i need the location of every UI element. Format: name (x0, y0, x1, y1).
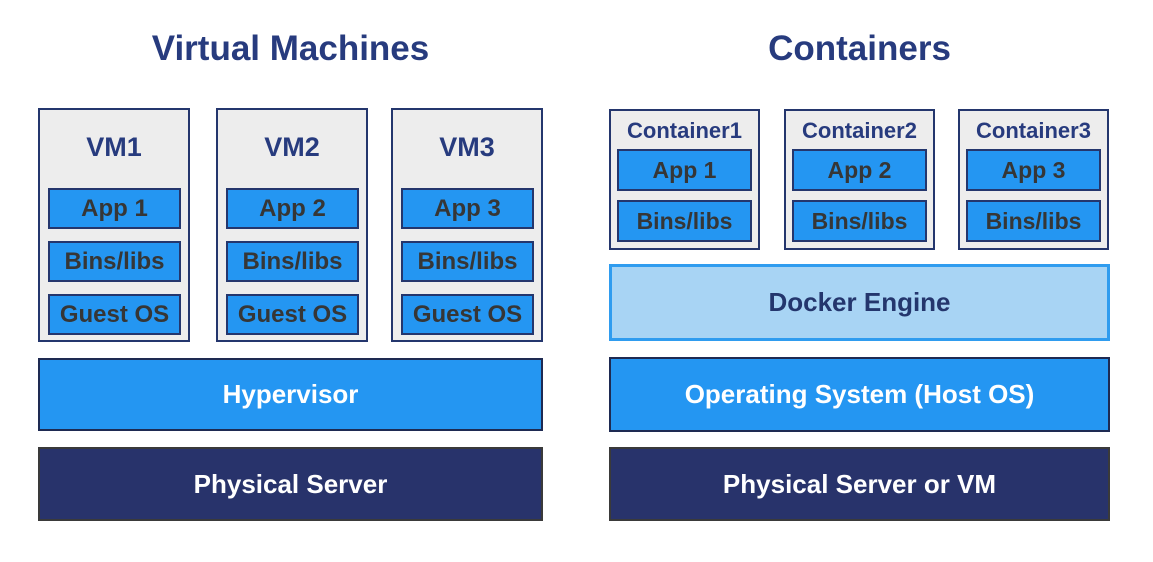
vm3-bins-libs-layer: Bins/libs (401, 241, 534, 282)
container1-box: Container1 App 1 Bins/libs (609, 109, 760, 250)
vm2-app-layer: App 2 (226, 188, 359, 229)
physical-server-bar: Physical Server (38, 447, 543, 521)
container2-box: Container2 App 2 Bins/libs (784, 109, 935, 250)
container2-app-layer: App 2 (792, 149, 927, 191)
vm1-box: VM1 App 1 Bins/libs Guest OS (38, 108, 190, 342)
container2-label: Container2 (802, 118, 917, 143)
container1-label: Container1 (627, 118, 742, 143)
container1-app-layer: App 1 (617, 149, 752, 191)
vm1-guest-os-layer: Guest OS (48, 294, 181, 335)
hypervisor-bar: Hypervisor (38, 358, 543, 431)
docker-engine-bar: Docker Engine (609, 264, 1110, 341)
container3-label: Container3 (976, 118, 1091, 143)
vm1-label: VM1 (86, 132, 142, 162)
container3-box: Container3 App 3 Bins/libs (958, 109, 1109, 250)
vm3-guest-os-layer: Guest OS (401, 294, 534, 335)
physical-server-or-vm-bar: Physical Server or VM (609, 447, 1110, 521)
vm1-bins-libs-layer: Bins/libs (48, 241, 181, 282)
vm2-box: VM2 App 2 Bins/libs Guest OS (216, 108, 368, 342)
vm2-label: VM2 (264, 132, 320, 162)
vm2-guest-os-layer: Guest OS (226, 294, 359, 335)
host-os-bar: Operating System (Host OS) (609, 357, 1110, 432)
vm3-box: VM3 App 3 Bins/libs Guest OS (391, 108, 543, 342)
vm3-label: VM3 (439, 132, 495, 162)
container1-bins-libs-layer: Bins/libs (617, 200, 752, 242)
vm3-app-layer: App 3 (401, 188, 534, 229)
vm2-bins-libs-layer: Bins/libs (226, 241, 359, 282)
virtual-machines-title: Virtual Machines (151, 29, 430, 68)
container2-bins-libs-layer: Bins/libs (792, 200, 927, 242)
container3-app-layer: App 3 (966, 149, 1101, 191)
container3-bins-libs-layer: Bins/libs (966, 200, 1101, 242)
vm1-app-layer: App 1 (48, 188, 181, 229)
containers-title: Containers (768, 29, 951, 68)
